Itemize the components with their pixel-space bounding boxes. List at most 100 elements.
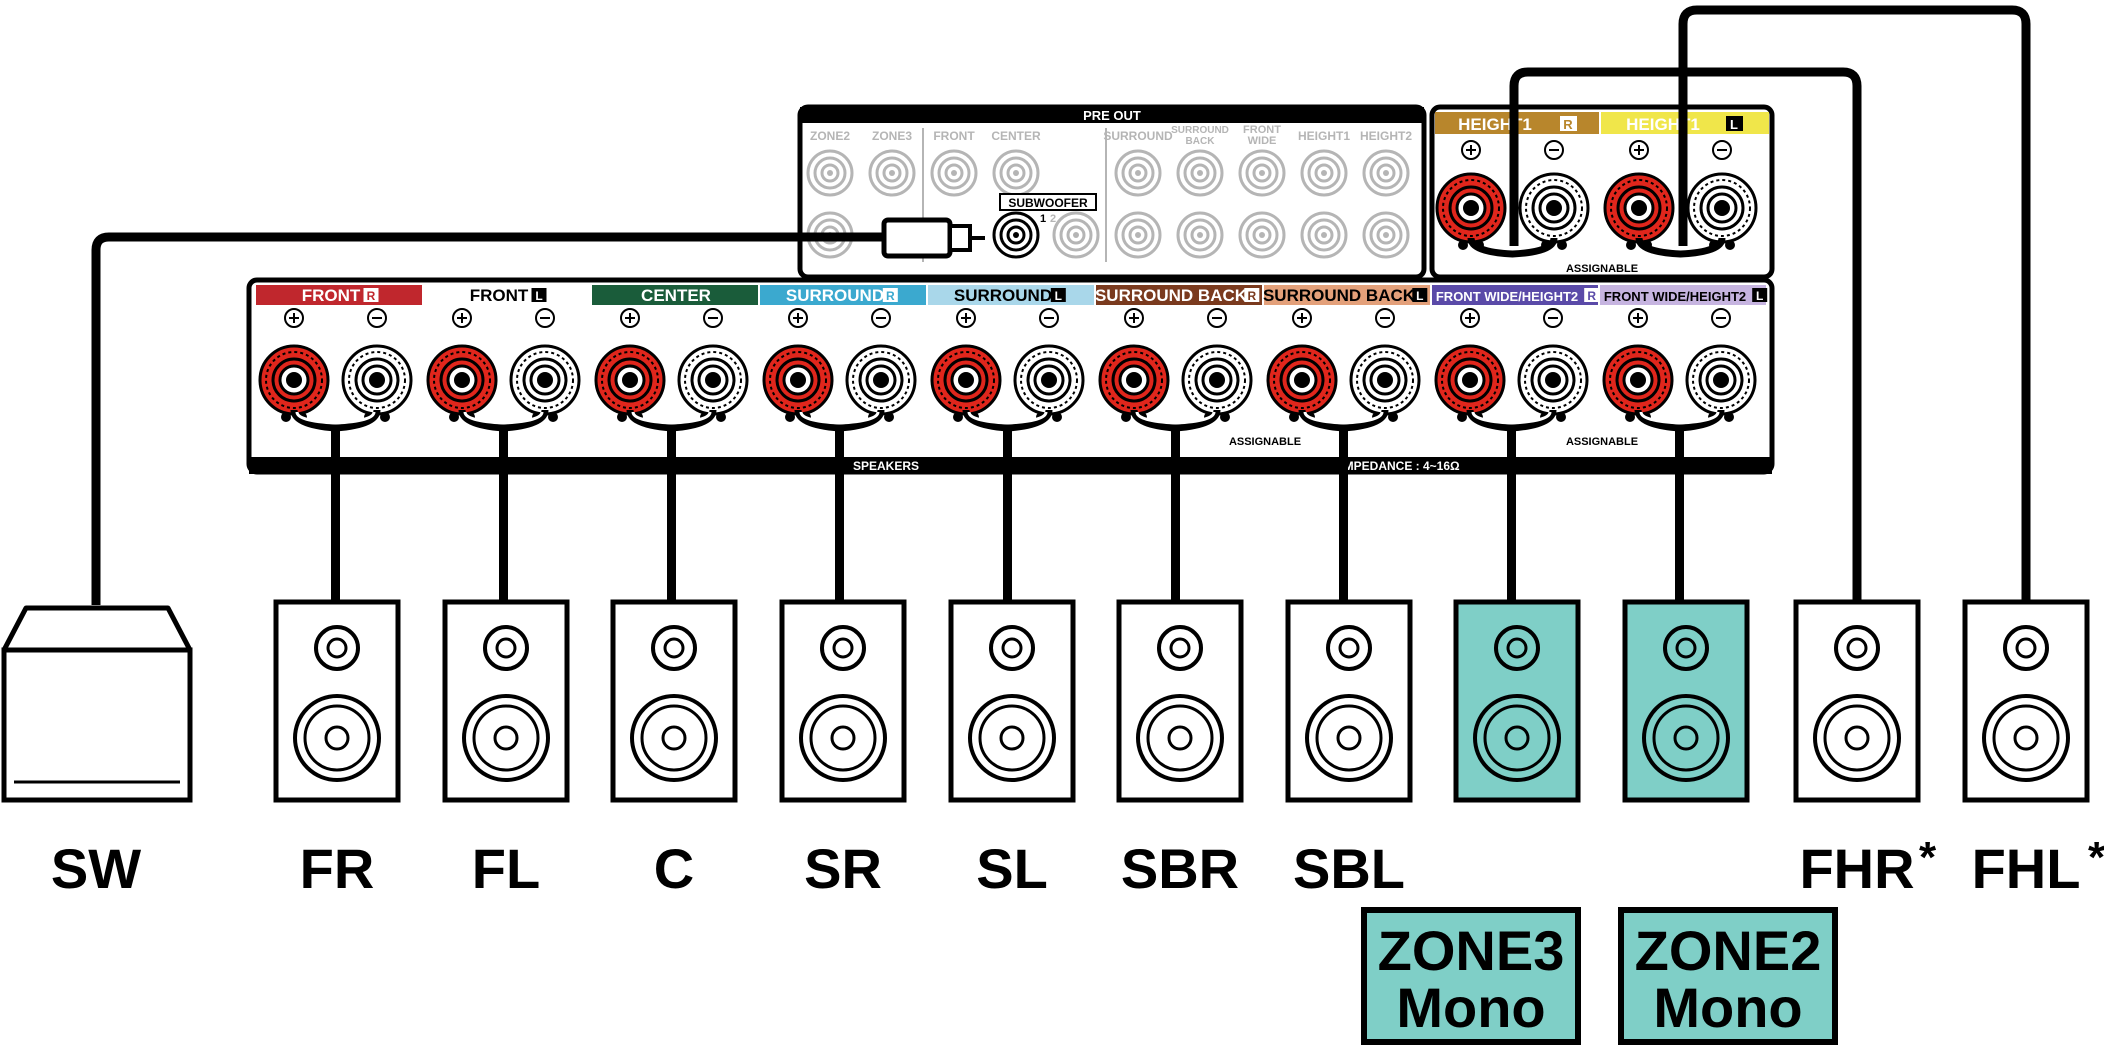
terminal-positive (1602, 344, 1674, 422)
speaker-unit: SBL (1285, 599, 1413, 900)
terminal-negative-foot (1724, 412, 1734, 422)
speaker-label: FR (300, 837, 375, 900)
terminal-negative (1349, 344, 1421, 422)
terminal-negative-hole (537, 372, 553, 388)
terminal-positive-hole (1294, 372, 1310, 388)
channel-badge: L (1416, 289, 1423, 303)
channel-band-label: FRONT (470, 286, 529, 305)
terminal-negative (1685, 344, 1757, 422)
subwoofer-unit: SW (1, 605, 193, 900)
pre-out-label-fw2: WIDE (1248, 135, 1277, 147)
speaker-label: SR (804, 837, 882, 900)
terminal-positive (258, 344, 330, 422)
terminal-negative-foot (380, 412, 390, 422)
channel-band-fill (256, 285, 422, 305)
plus-sign (620, 308, 640, 328)
pre-out-jack-bottom-pin (1259, 232, 1265, 238)
channel-badge: L (535, 289, 542, 303)
speaker-wires (91, 5, 2031, 605)
terminal-negative-knurl (1188, 351, 1246, 409)
channel-band-fill (1264, 285, 1430, 305)
pre-out-jack-top-pin (1135, 170, 1141, 176)
terminal-positive-foot (1625, 412, 1635, 422)
minus-sign (1207, 308, 1227, 328)
pre-out-jack-top-pin (1197, 170, 1203, 176)
woofer-cone (640, 704, 708, 772)
height-wire-fork (1467, 237, 1558, 258)
channel-badge-bg (1244, 288, 1260, 302)
channel-band-fill (1432, 285, 1598, 305)
speaker-terminals (258, 308, 1757, 422)
woofer-cone (1652, 704, 1720, 772)
pre-out-jack-bottom-ring (1376, 225, 1396, 245)
pre-out-jack-bottom-ring (1369, 218, 1403, 252)
terminal-positive-foot (1121, 412, 1131, 422)
height-minus-sign (1712, 140, 1732, 160)
pre-out-label-surround: SURROUND (1103, 129, 1173, 143)
terminal-positive-foot (281, 412, 291, 422)
pre-out-jack-bottom-pin (1383, 232, 1389, 238)
pre-out-jack-top-pin (1013, 170, 1019, 176)
tweeter-center (1846, 637, 1868, 659)
pre-out-jack-bottom-ring (1307, 218, 1341, 252)
minus-sign (703, 308, 723, 328)
woofer-dust-cap (999, 725, 1025, 751)
channel-badge-bg (1752, 288, 1768, 302)
tweeter-center (495, 637, 517, 659)
terminal-positive-foot (449, 412, 459, 422)
pre-out-jack-top-ring (875, 156, 909, 190)
terminal-negative-foot (1388, 412, 1398, 422)
minus-sign (535, 308, 555, 328)
terminal-positive-knurl (1273, 351, 1331, 409)
pre-out-jack-top-ring (1006, 163, 1026, 183)
woofer-dust-cap (1844, 725, 1870, 751)
channel-badge-bg (1584, 288, 1600, 302)
terminal-positive-knurl (769, 351, 827, 409)
speaker-label: SBL (1293, 837, 1405, 900)
height1-l-label: HEIGHT1 (1626, 115, 1700, 134)
subwoofer-label-box (999, 193, 1097, 211)
fhl-wire (1678, 5, 2031, 605)
terminal-positive-knurl (1105, 351, 1163, 409)
terminal-positive-hole (286, 372, 302, 388)
woofer-cone (303, 704, 371, 772)
pre-out-jack-bottom-ring (1245, 218, 1279, 252)
zone2-box-frame (1618, 907, 1838, 1045)
plus-sign (788, 308, 808, 328)
height-wire-fork (1635, 237, 1726, 258)
terminal-negative-foot (1052, 412, 1062, 422)
pre-out-jack-top-pin (951, 170, 957, 176)
speaker-unit: FHL* (1962, 599, 2104, 900)
speaker-unit: SBR (1116, 599, 1244, 900)
zone3-box-line2: Mono (1396, 976, 1545, 1039)
speaker-label: C (654, 837, 694, 900)
height-terminal-negative-foot (1557, 240, 1567, 250)
pre-out-jack-top-pin (1259, 170, 1265, 176)
pre-out-jack-top-pin (1321, 170, 1327, 176)
terminal-negative-hole (1377, 372, 1393, 388)
channel-band-label: SURROUND BACK (1263, 286, 1416, 305)
terminal-negative (1013, 344, 1085, 422)
pre-out-jack-top-ring (944, 163, 964, 183)
terminal-negative-hole (1545, 372, 1561, 388)
speaker-label: SBR (1121, 837, 1239, 900)
terminal-negative-hole (705, 372, 721, 388)
height-terminal-negative-hole (1546, 200, 1562, 216)
woofer-cone (1823, 704, 1891, 772)
assignable-label-1: ASSIGNABLE (1229, 436, 1301, 448)
channel-band-label: CENTER (641, 286, 711, 305)
terminal-positive (426, 344, 498, 422)
subwoofer-jack-1-pin (1013, 232, 1019, 238)
terminal-negative-knurl (1524, 351, 1582, 409)
channel-band-fill (424, 285, 590, 305)
rca-plug (881, 217, 985, 259)
terminal-positive (1098, 344, 1170, 422)
zone3-box-line1: ZONE3 (1378, 919, 1565, 982)
tweeter-center (1338, 637, 1360, 659)
height-terminal-positive-foot (1458, 240, 1468, 250)
